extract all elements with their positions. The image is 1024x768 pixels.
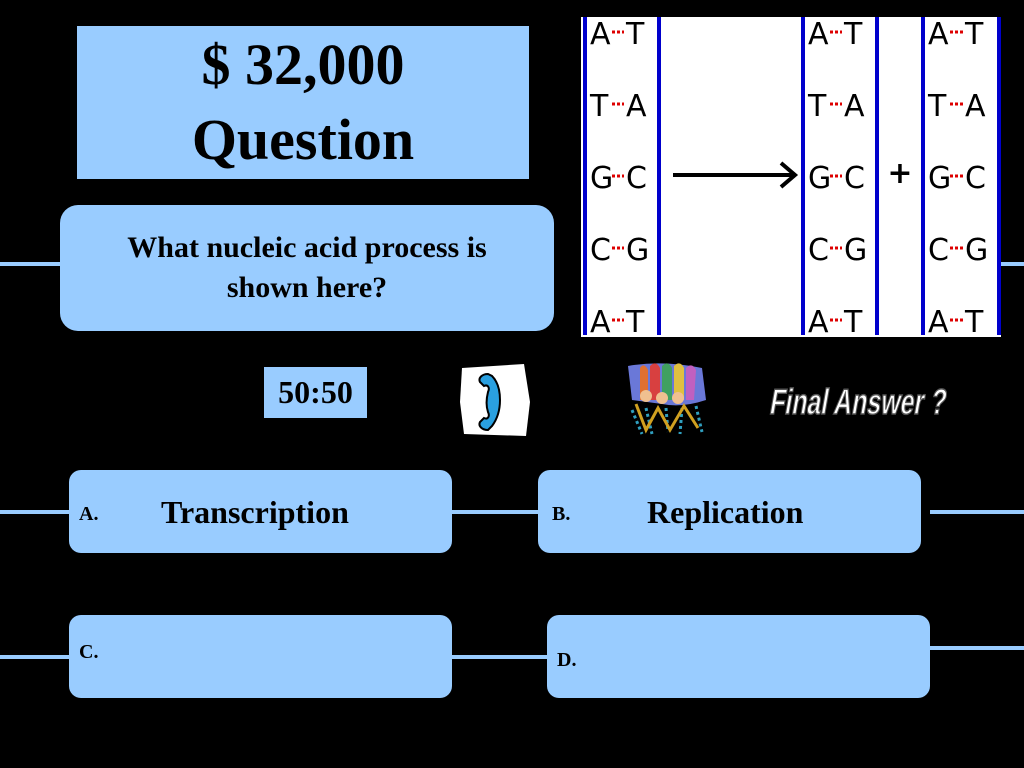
- dna-base-0-0-right: T: [625, 17, 645, 52]
- dna-base-2-0-right: T: [964, 17, 984, 52]
- dna-base-2-3-left: C: [928, 233, 949, 268]
- dna-base-0-2-right: C: [626, 161, 647, 196]
- dna-base-2-2-left: G: [928, 161, 951, 196]
- prize-amount: $ 32,000: [201, 32, 405, 98]
- answer-d-button[interactable]: D.: [547, 615, 930, 698]
- question-line-right: [1001, 262, 1024, 266]
- dna-base-0-1-right: A: [626, 89, 647, 124]
- dna-base-0-3-left: C: [590, 233, 611, 268]
- prize-label: Question: [191, 106, 415, 172]
- phone-icon: [460, 364, 530, 436]
- fifty-fifty-lifeline-button[interactable]: 50:50: [264, 367, 367, 418]
- final-answer-graphic: Final Answer ?: [766, 381, 951, 423]
- plus-sign: +: [887, 156, 912, 191]
- final-answer-button[interactable]: Final Answer ?: [762, 372, 954, 430]
- dna-base-2-3-right: G: [965, 233, 988, 268]
- dna-base-2-4-right: T: [964, 305, 984, 337]
- answer-line-row1-mid: [450, 510, 540, 514]
- final-answer-label: Final Answer ?: [767, 381, 950, 422]
- dna-base-0-0-left: A: [590, 17, 611, 52]
- dna-base-1-4-left: A: [808, 305, 829, 337]
- fifty-fifty-label: 50:50: [278, 374, 353, 410]
- audience-icon: [628, 363, 706, 435]
- dna-base-1-0-right: T: [843, 17, 863, 52]
- answer-c-letter: C.: [79, 641, 99, 663]
- answer-b-button[interactable]: B. Replication: [538, 470, 921, 553]
- dna-base-0-3-right: G: [626, 233, 649, 268]
- dna-base-2-0-left: A: [928, 17, 949, 52]
- answer-line-row2-left: [0, 655, 70, 659]
- answer-c-button[interactable]: C.: [69, 615, 452, 698]
- dna-base-2-4-left: A: [928, 305, 949, 337]
- question-text: What nucleic acid process is shown here?: [127, 230, 487, 305]
- answer-line-row2-right: [928, 646, 1024, 650]
- answer-b-text: Replication: [647, 494, 804, 530]
- answer-a-text: Transcription: [161, 494, 349, 530]
- question-line-left: [0, 262, 62, 266]
- question-box: What nucleic acid process is shown here?: [60, 205, 554, 331]
- dna-base-1-1-right: A: [844, 89, 865, 124]
- answer-d-letter: D.: [557, 649, 577, 671]
- phone-a-friend-lifeline-button[interactable]: [458, 362, 532, 438]
- dna-base-2-1-left: T: [927, 89, 947, 124]
- answer-b-letter: B.: [552, 503, 571, 525]
- dna-base-2-2-right: C: [965, 161, 986, 196]
- answer-a-button[interactable]: A. Transcription: [69, 470, 452, 553]
- dna-base-1-1-left: T: [807, 89, 827, 124]
- answer-a-letter: A.: [79, 503, 99, 525]
- ask-the-audience-lifeline-button[interactable]: [622, 360, 708, 436]
- dna-base-0-2-left: G: [590, 161, 613, 196]
- dna-base-0-4-right: T: [625, 305, 645, 337]
- prize-title-box: $ 32,000 Question: [77, 26, 529, 179]
- dna-base-1-4-right: T: [843, 305, 863, 337]
- answer-line-row1-right: [930, 510, 1024, 514]
- dna-base-0-1-left: T: [589, 89, 609, 124]
- dna-base-1-3-right: G: [844, 233, 867, 268]
- dna-base-1-3-left: C: [808, 233, 829, 268]
- dna-base-1-0-left: A: [808, 17, 829, 52]
- dna-base-1-2-right: C: [844, 161, 865, 196]
- dna-base-1-2-left: G: [808, 161, 831, 196]
- dna-base-0-4-left: A: [590, 305, 611, 337]
- answer-line-row1-left: [0, 510, 70, 514]
- answer-line-row2-mid: [450, 655, 548, 659]
- dna-base-2-1-right: A: [965, 89, 986, 124]
- arrow-head-icon: [779, 161, 799, 189]
